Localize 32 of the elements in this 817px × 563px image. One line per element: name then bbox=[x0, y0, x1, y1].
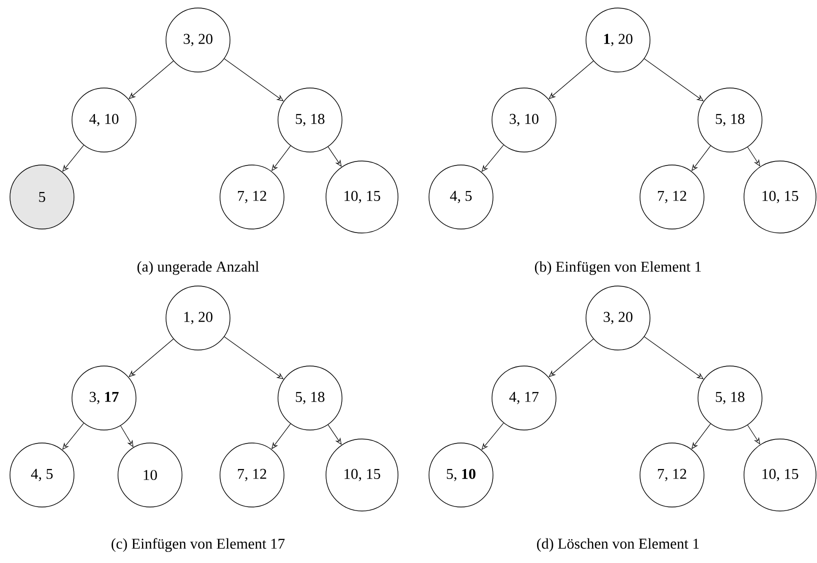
tree-node: 5, 18 bbox=[698, 366, 762, 430]
tree-node: 7, 12 bbox=[220, 442, 284, 508]
tree-node: 10, 15 bbox=[744, 438, 816, 512]
arrow bbox=[328, 424, 342, 445]
arrow bbox=[62, 144, 84, 172]
subfigure-caption: (b) Einfügen von Element 1 bbox=[534, 261, 701, 275]
tree-node: 4, 10 bbox=[72, 88, 136, 152]
tree-node: 7, 12 bbox=[640, 164, 704, 230]
tree-node: 5, 18 bbox=[278, 366, 342, 430]
tree-node: 4, 5 bbox=[428, 164, 494, 230]
subfigure-caption: (a) ungerade Anzahl bbox=[137, 261, 259, 275]
tree-node: 10, 15 bbox=[326, 160, 398, 234]
tree-node: 3, 17 bbox=[72, 366, 136, 430]
subfigure-caption: (d) Löschen von Element 1 bbox=[537, 538, 699, 552]
tree-node: 5, 18 bbox=[278, 88, 342, 152]
tree-node: 7, 12 bbox=[220, 164, 284, 230]
tree-node: 3, 20 bbox=[586, 286, 650, 350]
tree-node: 5 bbox=[10, 164, 74, 230]
tree-node: 3, 10 bbox=[492, 88, 556, 152]
subfigure-caption: (c) Einfügen von Element 17 bbox=[112, 538, 285, 552]
tree-node: 3, 20 bbox=[166, 8, 230, 72]
tree-node: 5, 18 bbox=[698, 88, 762, 152]
tree-node: 7, 12 bbox=[640, 442, 704, 508]
tree-node: 5, 10 bbox=[428, 442, 494, 508]
tree-node: 1, 20 bbox=[586, 8, 650, 72]
tree-node: 4, 5 bbox=[10, 442, 74, 508]
tree-node: 1, 20 bbox=[166, 286, 230, 350]
tree-node: 4, 17 bbox=[492, 366, 556, 430]
arrow bbox=[328, 146, 342, 167]
tree-node: 10, 15 bbox=[326, 438, 398, 512]
tree-node: 10 bbox=[118, 442, 182, 508]
tree-node: 10, 15 bbox=[744, 160, 816, 234]
